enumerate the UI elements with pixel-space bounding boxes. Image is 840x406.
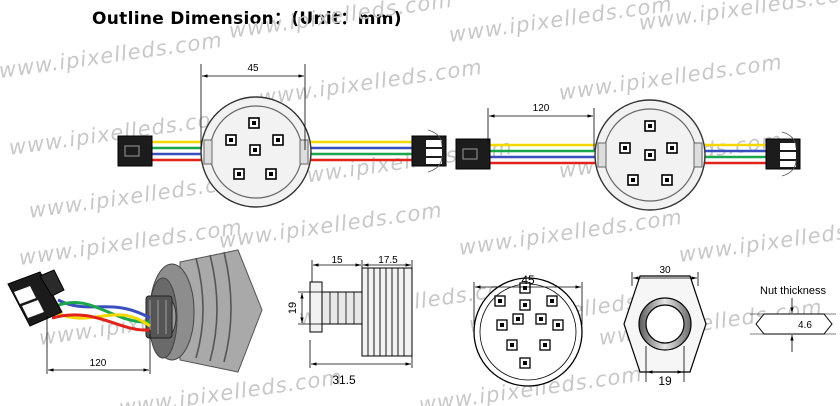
watermark: www.ipixelleds.com bbox=[227, 0, 454, 43]
dim-nut-thickness: 4.6 bbox=[798, 320, 812, 331]
dim-side-body: 17.5 bbox=[378, 255, 398, 266]
dim-side-neck: 19 bbox=[287, 302, 299, 314]
top-right-module: 120 bbox=[455, 99, 801, 211]
nut-thickness-label: Nut thickness bbox=[760, 285, 827, 297]
watermark: www.ipixelleds.com bbox=[677, 212, 840, 267]
dim-nut-width: 30 bbox=[659, 265, 671, 276]
dim-nut-inner: 19 bbox=[658, 374, 672, 388]
front-view: 45 bbox=[473, 273, 583, 387]
module-photo: 120 bbox=[7, 249, 263, 374]
top-left-module: 45 bbox=[117, 63, 447, 208]
watermark: www.ipixelleds.com bbox=[457, 205, 684, 260]
dim-photo-cable: 120 bbox=[90, 358, 107, 369]
dim-top-left-diameter: 45 bbox=[247, 63, 259, 74]
dim-side-total: 31.5 bbox=[332, 373, 356, 387]
dim-top-right-cable: 120 bbox=[533, 103, 550, 114]
watermark: www.ipixelleds.com bbox=[0, 28, 224, 83]
page-title: Outline Dimension：(Unit：mm) bbox=[92, 9, 402, 29]
dim-front-diameter: 45 bbox=[521, 273, 535, 287]
dim-side-thread: 15 bbox=[331, 255, 343, 266]
side-view: 15 17.5 19 31.5 bbox=[287, 255, 413, 387]
hex-nut: 30 19 bbox=[623, 265, 707, 388]
nut-thickness: Nut thickness 4.6 bbox=[750, 285, 836, 352]
watermark: www.ipixelleds.com bbox=[257, 55, 484, 110]
watermark: www.ipixelleds.com bbox=[557, 50, 784, 105]
